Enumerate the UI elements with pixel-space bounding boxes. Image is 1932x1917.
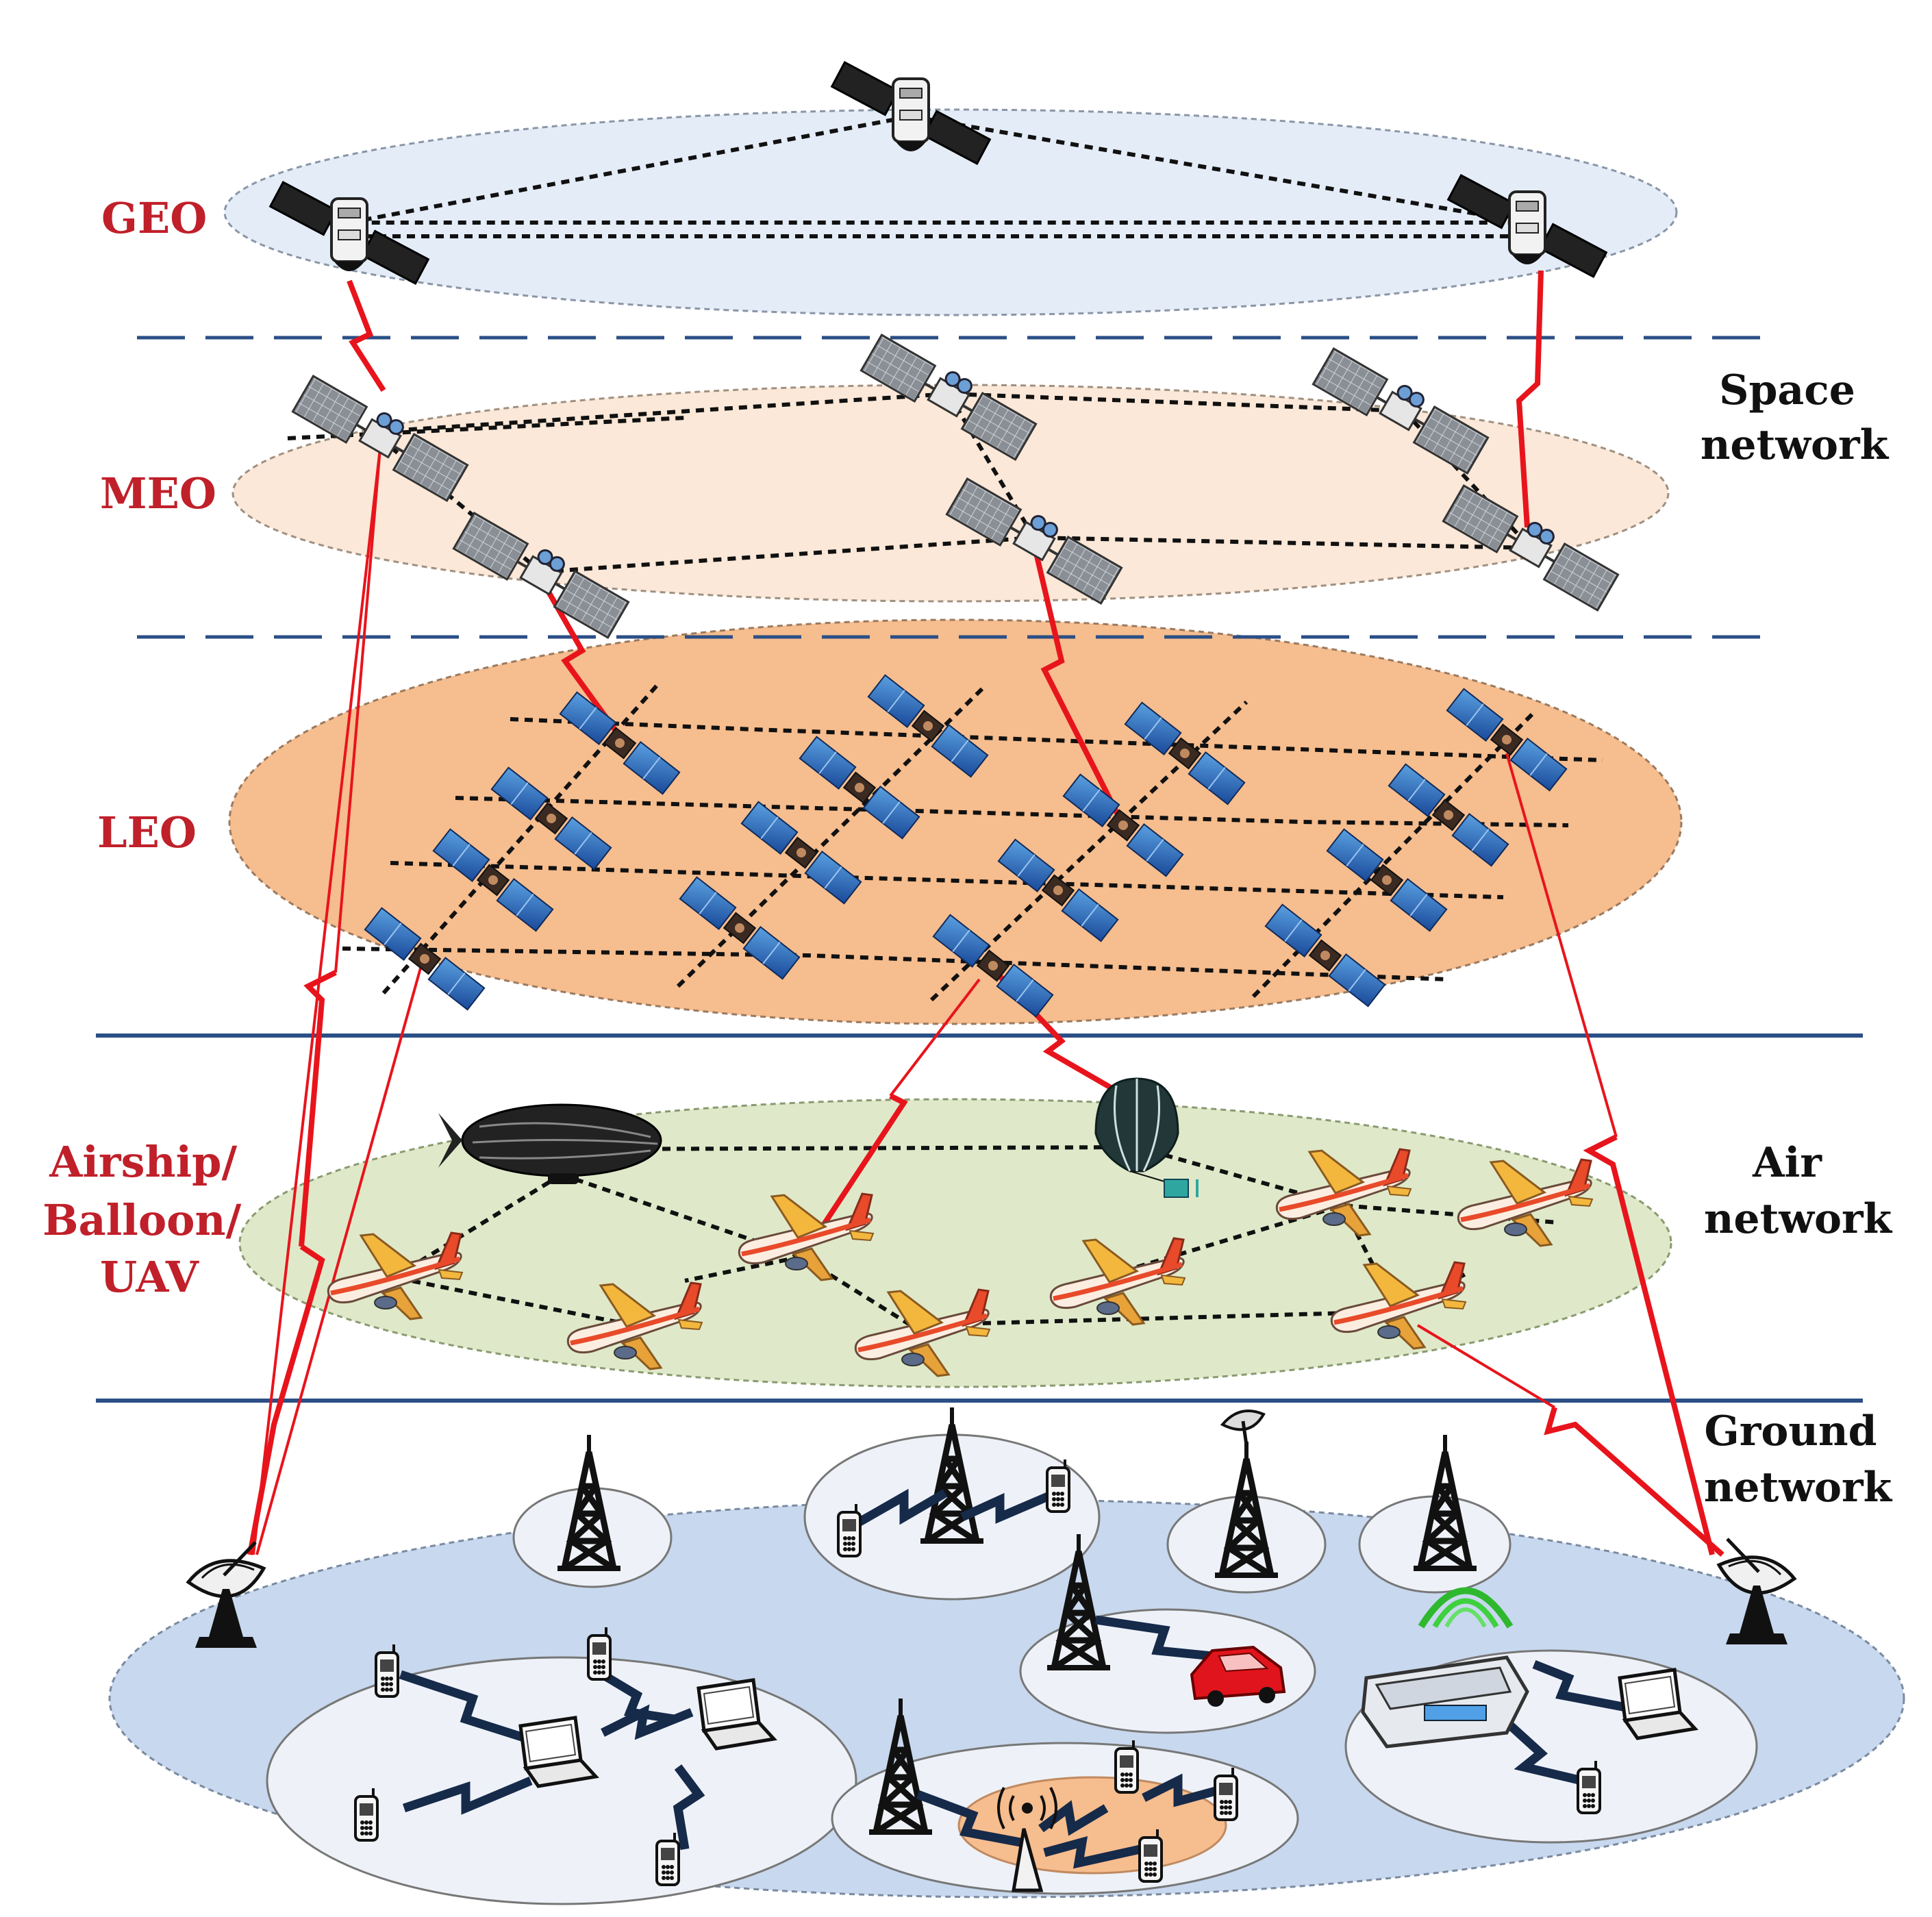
access-point-icon [997,1787,1057,1892]
meo-orbit-plane [231,384,1670,603]
router-icon [1361,1587,1529,1749]
ground-network-label: Ground network [1704,1407,1893,1512]
phone-icon [655,1831,680,1886]
phone-icon [1114,1739,1139,1794]
meo-layer-label: MEO [100,468,216,518]
space-network-label: Space network [1701,366,1890,469]
airship-icon [438,1103,662,1184]
air-layer-label-line3: UAV [100,1252,199,1302]
balloon-icon [1094,1077,1199,1198]
ground-network-label-line1: Ground [1705,1407,1877,1455]
tower-dish-icon [1220,1409,1266,1446]
phone-icon [1577,1759,1601,1814]
phone-icon [354,1787,379,1842]
leo-layer-label: LEO [97,807,197,857]
air-network-label-line2: network [1704,1195,1893,1243]
phone-icon [1214,1766,1238,1821]
phone-icon [375,1643,399,1698]
phone-icon [1046,1458,1070,1513]
geo-links [349,114,1528,238]
air-links [388,1144,1559,1327]
wireless-links [399,1488,1635,1869]
air-layer-label: Airship/ Balloon/ UAV [42,1137,256,1302]
space-network-label-line1: Space [1719,366,1855,414]
phone-icon [837,1503,862,1557]
space-network-label-line2: network [1701,421,1890,469]
phone-icon [1138,1828,1163,1883]
air-network-label-line1: Air [1752,1139,1822,1187]
geo-orbit-plane [223,108,1678,316]
air-layer-label-line1: Airship/ [49,1137,237,1187]
air-network-label: Air network [1704,1139,1893,1243]
ground-network-label-line2: network [1704,1464,1893,1512]
air-layer-label-line2: Balloon/ [42,1195,241,1245]
phone-icon [587,1626,612,1681]
car-icon [1190,1645,1286,1707]
geo-layer-label: GEO [101,193,207,243]
